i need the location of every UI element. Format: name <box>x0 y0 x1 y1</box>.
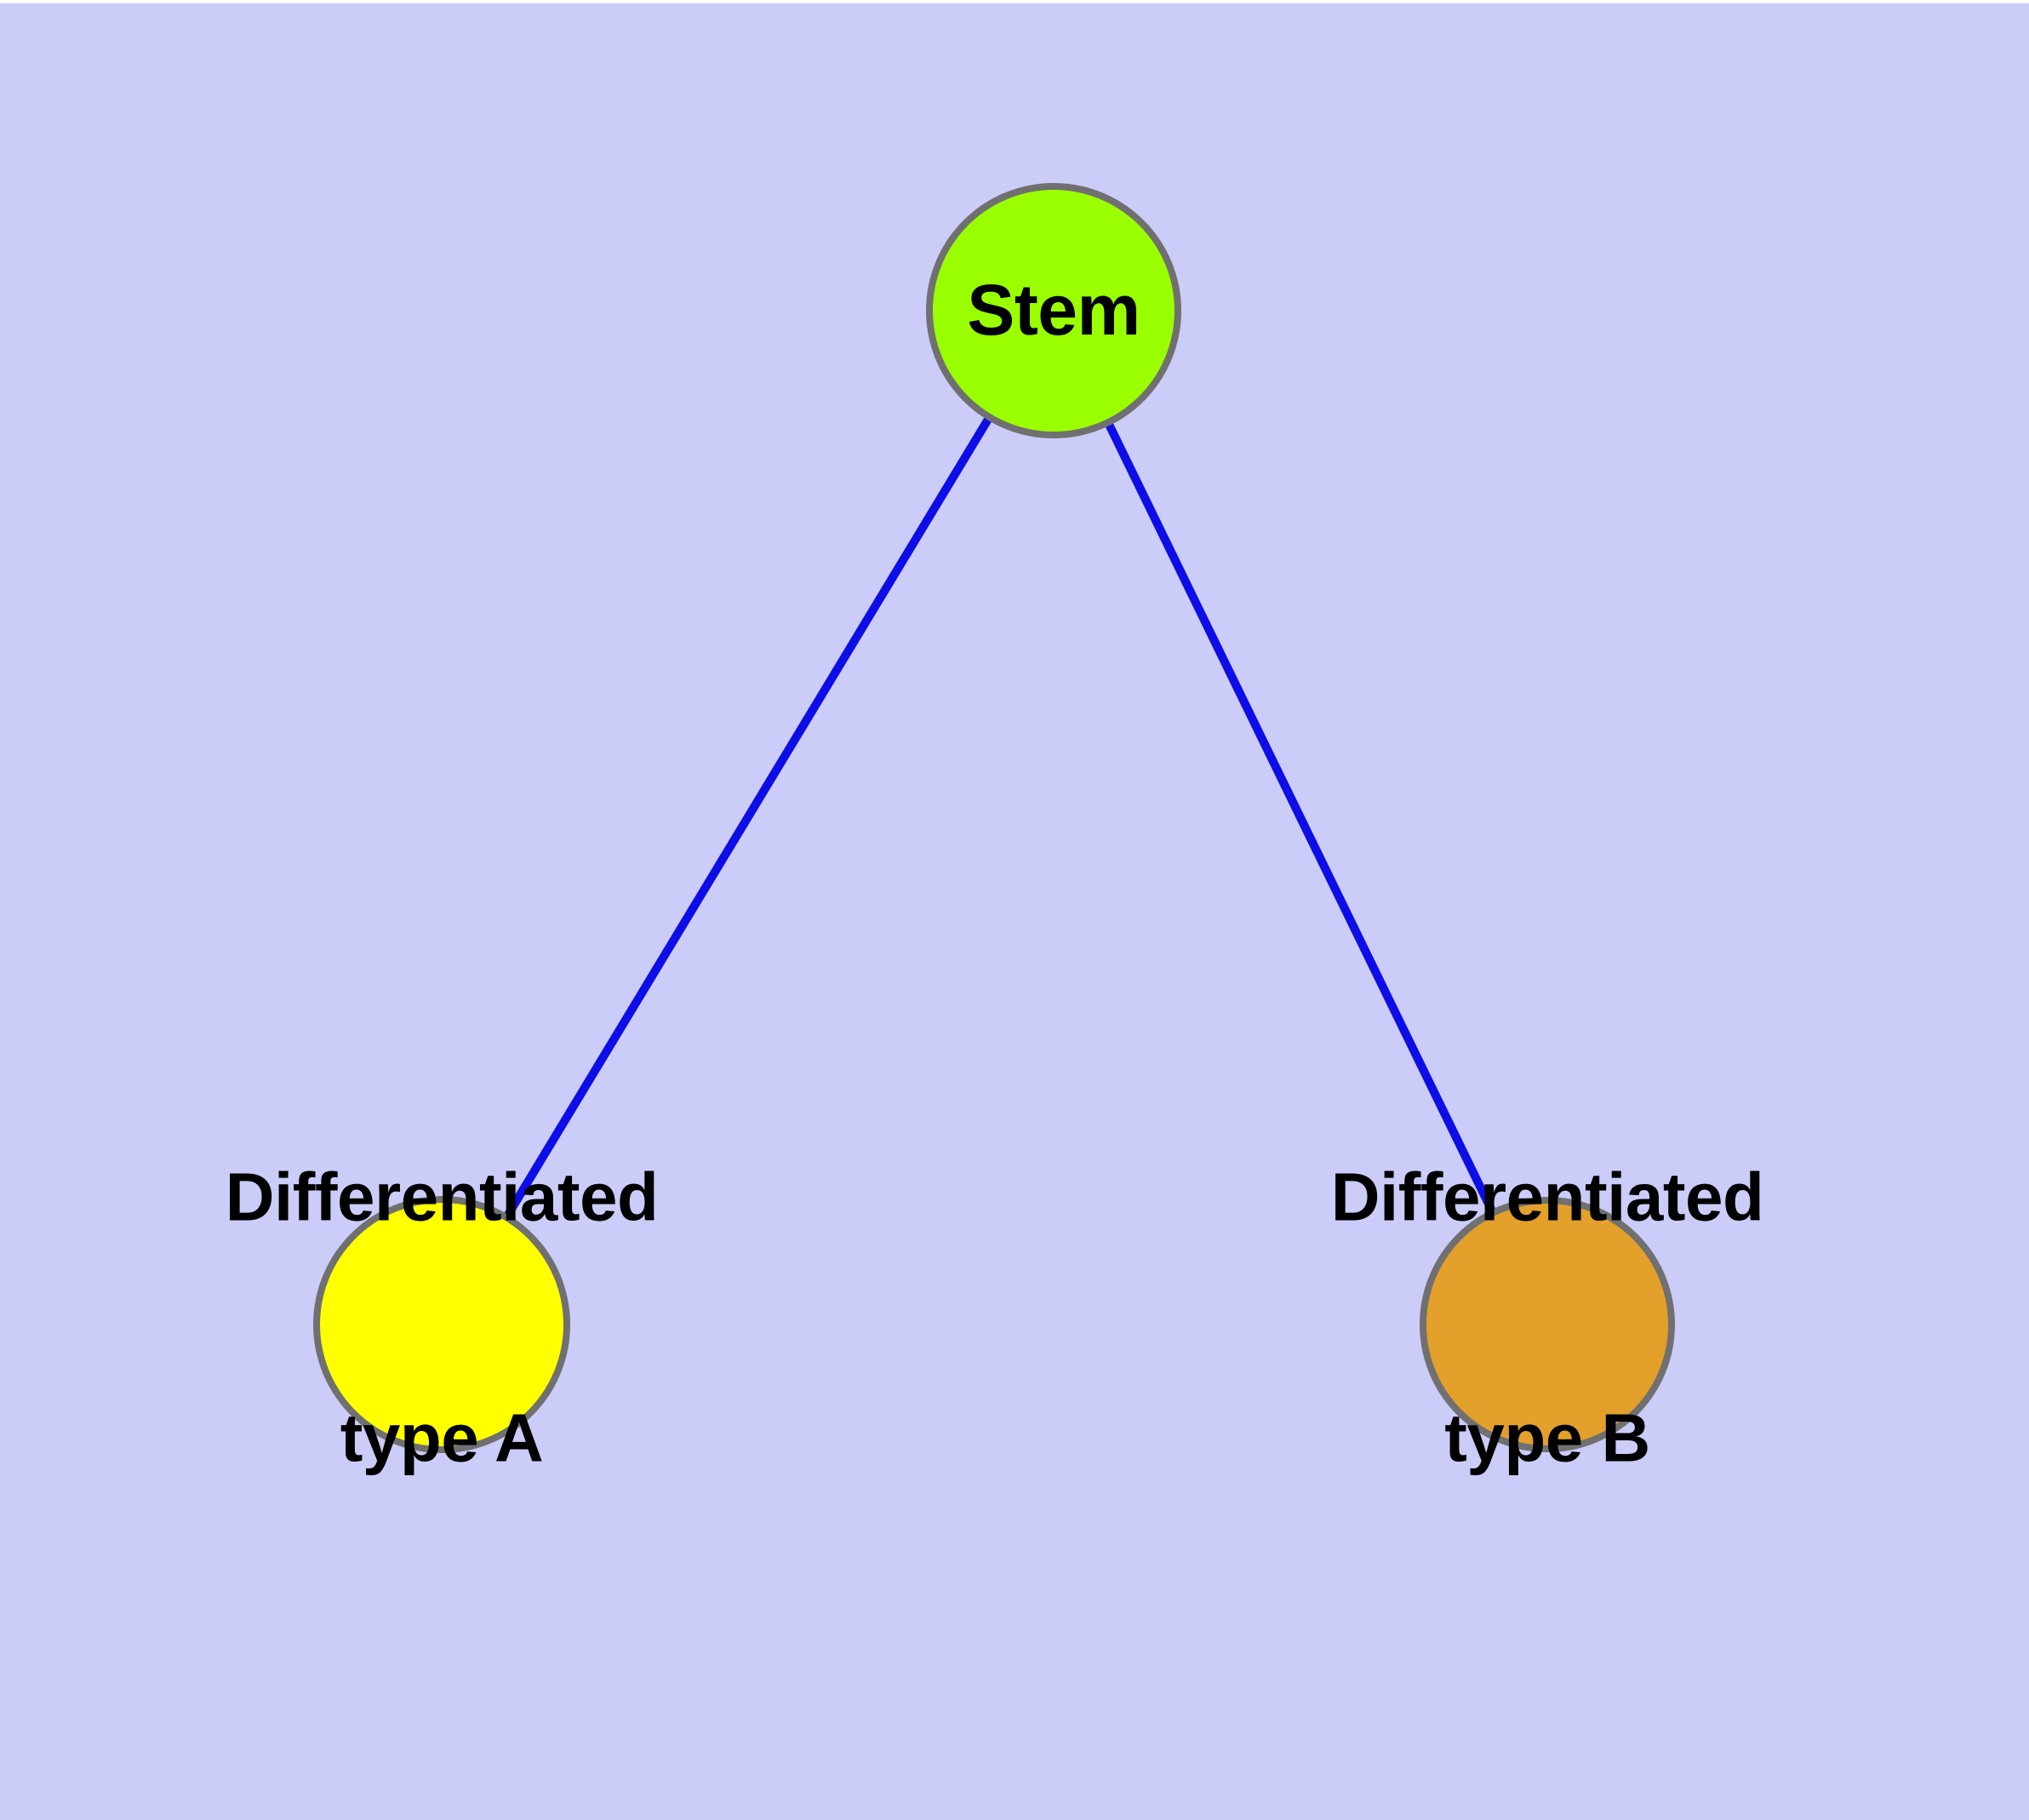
edge-layer <box>437 306 1552 1329</box>
node-layer <box>313 183 1675 1453</box>
edge-stem-to-diff-b <box>1049 306 1552 1329</box>
node-circle-diff-a[interactable] <box>313 1196 570 1453</box>
node-circle-diff-b[interactable] <box>1420 1197 1675 1452</box>
node-circle-stem[interactable] <box>926 183 1181 438</box>
edge-stem-to-diff-a <box>437 306 1058 1329</box>
canvas-top-edge-strip <box>0 0 2029 3</box>
